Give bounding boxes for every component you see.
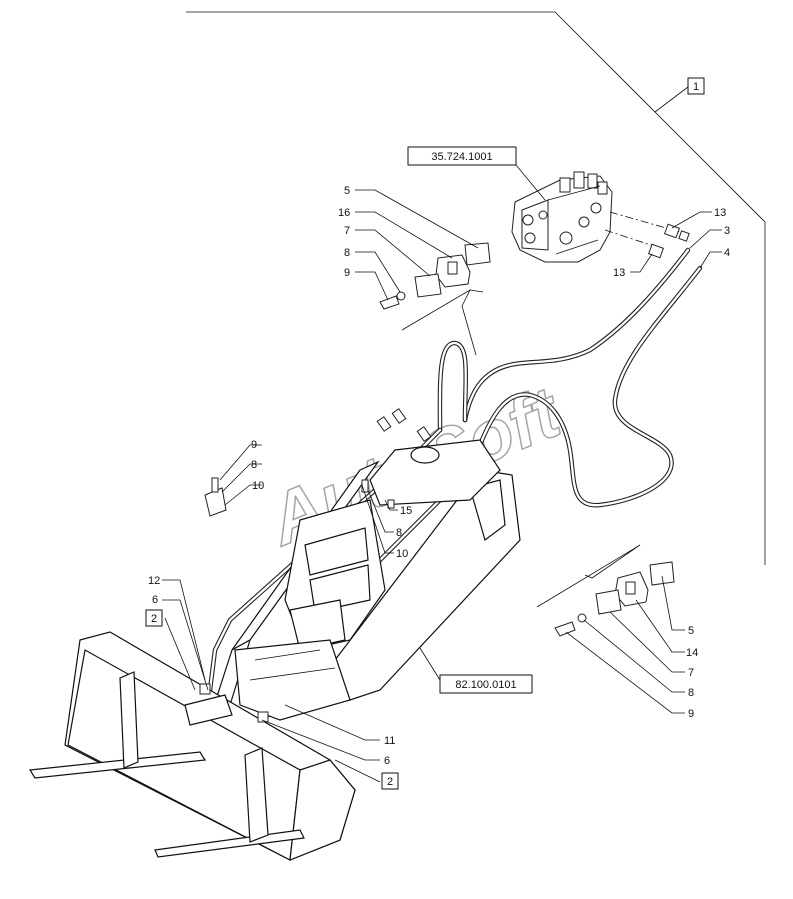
box-callout-1: 1 [687,77,705,95]
center-fittings [199,408,432,723]
svg-text:2: 2 [151,613,157,625]
callout-valve-13b: 13 [613,267,625,279]
callout-mid-10: 10 [396,548,408,560]
bucket-fork [28,631,356,861]
leader-lines [162,164,722,783]
callout-midleft-9: 9 [251,439,257,451]
svg-text:35.724.1001: 35.724.1001 [431,151,492,163]
callout-upper-8: 8 [344,247,350,259]
callout-lowerkit-9: 9 [688,708,694,720]
callout-mid-15: 15 [400,505,412,517]
callout-lowermid-6: 6 [384,755,390,767]
svg-text:1: 1 [693,81,699,93]
loader-frame [211,439,521,721]
svg-text:2: 2 [387,776,393,788]
box-callout-2-bottom: 2 [381,772,399,790]
callout-lowerkit-8: 8 [688,687,694,699]
callout-upper-16: 16 [338,207,350,219]
callout-upper-9: 9 [344,267,350,279]
callout-valve-3: 3 [724,225,730,237]
callout-midleft-8: 8 [251,459,257,471]
callout-lowerkit-14: 14 [686,647,698,659]
callout-valve-4: 4 [724,247,730,259]
fitting-13-lower [648,243,664,259]
lower-bracket-kit [536,544,675,637]
callout-upper-5: 5 [344,185,350,197]
ref-valve[interactable]: 35.724.1001 [407,146,517,166]
group-1-bracket [186,11,766,565]
fitting-13-upper [664,223,690,242]
upper-bracket-kit [379,242,491,356]
callout-lowerkit-7: 7 [688,667,694,679]
svg-text:82.100.0101: 82.100.0101 [455,679,516,691]
callout-upper-7: 7 [344,225,350,237]
callout-lowermid-11: 11 [384,735,395,747]
callout-lowerleft-12: 12 [148,575,160,587]
box-callout-2-left: 2 [145,609,163,627]
callout-lowerkit-5: 5 [688,625,694,637]
ref-loader[interactable]: 82.100.0101 [439,674,533,694]
callout-lowerleft-6: 6 [152,594,158,606]
callout-valve-13a: 13 [714,207,726,219]
callout-mid-8: 8 [396,527,402,539]
callout-midleft-10: 10 [252,480,264,492]
